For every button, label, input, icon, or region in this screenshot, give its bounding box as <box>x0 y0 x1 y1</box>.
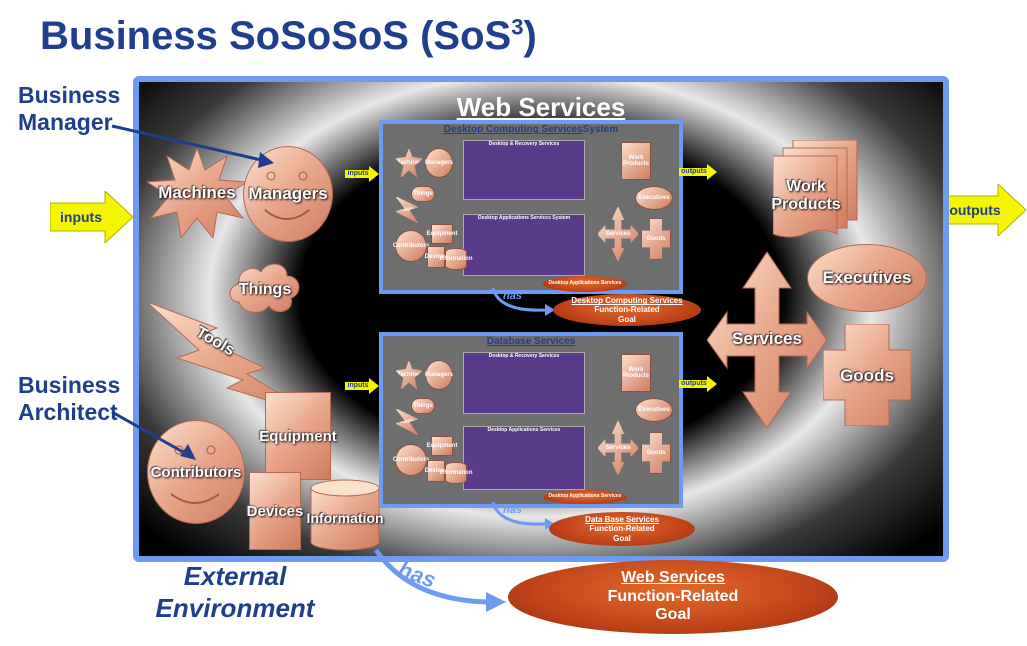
sub2-inputs-arrow <box>345 378 379 394</box>
goods-label: Goods <box>840 366 894 385</box>
web-services-frame: Web Services Machines Managers Things To… <box>133 76 949 562</box>
managers-face-icon <box>264 171 310 220</box>
managers-label: Managers <box>248 184 328 203</box>
things-label: Things <box>238 281 292 298</box>
machines-label: Machines <box>158 183 236 202</box>
mini-things: Things <box>411 186 435 202</box>
sub1-has-arrow <box>491 288 555 316</box>
sub2-outputs-label: outputs <box>681 379 707 387</box>
mini-goal: Desktop Applications Services <box>543 276 627 292</box>
sub2-inputs-label: inputs <box>347 381 369 389</box>
mini-devices: Devices <box>425 246 447 268</box>
goal-line-1: Web Services <box>621 569 725 587</box>
outputs-label: outputs <box>949 202 1001 218</box>
mini-executives: Executives <box>635 186 673 210</box>
services-shape <box>707 252 827 428</box>
goal-line-3: Goal <box>655 606 691 624</box>
sub1-outputs-label: outputs <box>681 167 707 175</box>
executives-label: Executives <box>822 268 912 287</box>
desktop-computing-subsystem: Desktop Computing Services System Deskto… <box>379 120 683 294</box>
page-title: Business SoSoSoS (SoS3) <box>40 14 537 58</box>
inputs-arrow <box>50 191 134 243</box>
contributors-shape: Contributors <box>147 420 245 524</box>
sub2-outputs-arrow <box>679 376 717 392</box>
goal-line-2: Function-Related <box>607 587 739 605</box>
mini-devices: Devices <box>425 460 447 482</box>
inner-panel: Desktop Applications Services <box>463 426 585 490</box>
mini-work-products: Work Products <box>621 142 651 180</box>
mini-machines: Machines <box>395 360 423 390</box>
mini-services: Services <box>597 420 639 476</box>
information-label: Information <box>306 510 384 526</box>
mini-work-products: Work Products <box>621 354 651 392</box>
mini-services: Services <box>597 206 639 262</box>
mini-managers: Managers <box>425 360 453 390</box>
contributors-label: Contributors <box>150 463 242 481</box>
mini-things: Things <box>411 398 435 414</box>
inner-panel: Desktop & Recovery Services <box>463 352 585 414</box>
mini-contributors: Contributors <box>393 444 429 476</box>
database-subsystem: Database Services Desktop & Recovery Ser… <box>379 332 683 508</box>
things-shape <box>229 263 300 313</box>
sub1-inputs-arrow <box>345 166 379 182</box>
services-label: Services <box>732 329 802 348</box>
main-has-arrow <box>373 548 506 612</box>
executives-shape: Executives <box>807 244 927 312</box>
subsystem-title: Desktop Computing Services System <box>443 124 619 135</box>
equipment-label: Equipment <box>259 427 337 445</box>
inputs-label: inputs <box>60 209 102 225</box>
subsystem-title: Database Services <box>486 336 576 347</box>
sub2-has-label: has <box>503 504 522 516</box>
contributors-face-icon <box>170 445 220 504</box>
web-services-goal: Web Services Function-Related Goal <box>508 560 838 634</box>
sub1-has-label: has <box>503 290 522 302</box>
goods-shape <box>823 324 911 426</box>
mini-goods: Goods <box>641 218 671 260</box>
mini-executives: Executives <box>635 398 673 422</box>
mini-information: Information <box>440 248 473 270</box>
mini-information: Information <box>440 462 473 484</box>
devices-label: Devices <box>246 502 304 520</box>
architect-pointer-arrow <box>111 410 196 460</box>
sub2-has-arrow <box>491 502 555 530</box>
mini-contributors: Contributors <box>393 230 429 262</box>
devices-shape: Devices <box>246 472 304 550</box>
mini-equipment: Equipment <box>427 224 458 244</box>
machines-shape <box>147 148 247 238</box>
managers-shape: Managers <box>243 146 333 242</box>
equipment-shape: Equipment <box>259 392 337 480</box>
inner-panel: Desktop & Recovery Services <box>463 140 585 200</box>
web-services-title: Web Services <box>456 92 626 122</box>
manager-pointer-arrow <box>111 124 274 168</box>
sub1-outputs-arrow <box>679 164 717 180</box>
work-products-label: Work Products <box>771 178 841 213</box>
mini-managers: Managers <box>425 148 453 178</box>
inner-panel: Desktop Applications Services System <box>463 214 585 276</box>
mini-machines: Machines <box>395 148 423 178</box>
information-shape <box>310 479 380 551</box>
mini-goods: Goods <box>641 432 671 474</box>
mini-goal: Desktop Applications Services <box>543 490 627 504</box>
mini-equipment: Equipment <box>427 436 458 456</box>
sub1-inputs-label: inputs <box>347 169 369 177</box>
work-products-shape <box>773 140 858 238</box>
